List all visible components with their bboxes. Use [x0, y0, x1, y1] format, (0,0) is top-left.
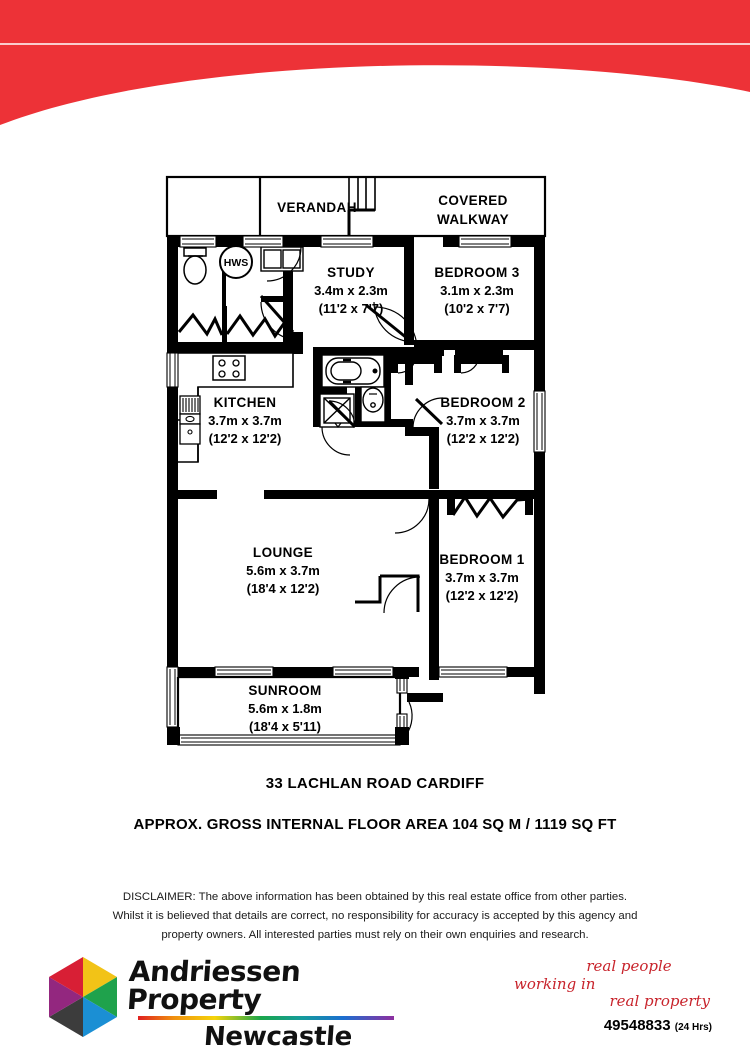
- hex-segment-right: [83, 977, 117, 1017]
- room-labels: VERANDAH COVERED WALKWAY STUDY 3.4m x 2.…: [208, 193, 525, 734]
- room-dim-lounge-metric: 5.6m x 3.7m: [246, 563, 320, 578]
- sunroom-walls: [167, 667, 443, 745]
- entry-steps-icon: [347, 176, 376, 236]
- company-logo-icon: [44, 955, 122, 1039]
- room-dim-bedroom-2-metric: 3.7m x 3.7m: [446, 413, 520, 428]
- banner-shape: [0, 0, 750, 125]
- brand-rainbow-rule: [138, 1016, 394, 1020]
- room-dim-bedroom-1-imperial: (12'2 x 12'2): [446, 588, 519, 603]
- floor-plan: HWS: [165, 172, 565, 752]
- room-dim-study-imperial: (11'2 x 7'7): [319, 301, 384, 316]
- contact-phone: 49548833 (24 Hrs): [604, 1017, 712, 1034]
- phone-number: 49548833: [603, 1017, 671, 1034]
- room-dim-sunroom-imperial: (18'4 x 5'11): [249, 719, 321, 734]
- room-label-bedroom-1: BEDROOM 1: [439, 552, 524, 567]
- floor-area-text: APPROX. GROSS INTERNAL FLOOR AREA 104 SQ…: [133, 816, 617, 833]
- room-dim-bedroom-1-metric: 3.7m x 3.7m: [445, 570, 519, 585]
- brand-name-line-2: Newcastle: [202, 1022, 354, 1052]
- property-address: 33 LACHLAN ROAD CARDIFF: [265, 775, 485, 792]
- hot-water-service-icon: HWS: [219, 245, 253, 279]
- phone-hours: (24 Hrs): [674, 1022, 712, 1033]
- hex-segment-bottom-left: [49, 997, 83, 1037]
- brand-tagline: real people working in real property: [514, 957, 710, 1011]
- laundry-tub-icon: [260, 246, 304, 272]
- wardrobe-zigzag-icon: [177, 312, 295, 341]
- plan-title-block: 33 LACHLAN ROAD CARDIFF APPROX. GROSS IN…: [0, 775, 750, 833]
- header-banner: [0, 0, 750, 130]
- room-label-covered-walkway-l2: WALKWAY: [437, 212, 509, 227]
- door-swings: [260, 246, 480, 736]
- sunroom-outline: [176, 675, 402, 735]
- room-label-kitchen: KITCHEN: [214, 395, 277, 410]
- tagline-line-3: real property: [609, 992, 710, 1011]
- bathtub-icon: [321, 354, 385, 388]
- room-label-lounge: LOUNGE: [253, 545, 313, 560]
- floor-plan-drawing: HWS: [165, 175, 547, 746]
- brand-name-line-1: Andriessen Property: [125, 955, 302, 1016]
- kitchen-sink-icon: [179, 395, 201, 445]
- room-dim-bedroom-2-imperial: (12'2 x 12'2): [447, 431, 520, 446]
- room-label-bedroom-3: BEDROOM 3: [434, 265, 519, 280]
- tagline-line-2: working in: [514, 974, 596, 993]
- disclaimer-text: DISCLAIMER: The above information has be…: [0, 888, 750, 945]
- room-dim-lounge-imperial: (18'4 x 12'2): [247, 581, 320, 596]
- toilet-icon: [183, 247, 207, 285]
- tagline-line-1: real people: [586, 957, 672, 975]
- room-dim-bedroom-3-metric: 3.1m x 2.3m: [440, 283, 514, 298]
- disclaimer-line-1: DISCLAIMER: The above information has be…: [122, 891, 628, 903]
- hex-segment-top-right: [83, 957, 117, 997]
- hex-segment-bottom-right: [83, 997, 117, 1037]
- basin-icon: [360, 386, 386, 423]
- hexagon-segments: [49, 957, 117, 1037]
- disclaimer-line-2: Whilst it is believed that details are c…: [112, 910, 638, 923]
- room-dim-kitchen-imperial: (12'2 x 12'2): [209, 431, 282, 446]
- door-leaves: [259, 295, 444, 612]
- disclaimer-line-3: property owners. All interested parties …: [161, 929, 589, 942]
- room-label-study: STUDY: [327, 265, 375, 280]
- room-dim-study-metric: 3.4m x 2.3m: [314, 283, 388, 298]
- hex-segment-left: [49, 977, 83, 1017]
- room-label-verandah: VERANDAH: [277, 200, 357, 215]
- windows: [166, 235, 546, 746]
- room-label-sunroom: SUNROOM: [248, 683, 321, 698]
- room-dim-bedroom-3-imperial: (10'2 x 7'7): [444, 301, 509, 316]
- room-dim-sunroom-metric: 5.6m x 1.8m: [248, 701, 322, 716]
- room-label-covered-walkway-l1: COVERED: [438, 193, 508, 208]
- brand-wordmark: Andriessen Property Newcastle: [125, 955, 428, 1052]
- hws-label: HWS: [224, 257, 249, 269]
- room-label-bedroom-2: BEDROOM 2: [440, 395, 525, 410]
- bedroom1-wardrobe-icon: [451, 494, 532, 520]
- cooktop-icon: [212, 355, 246, 381]
- room-dim-kitchen-metric: 3.7m x 3.7m: [208, 413, 282, 428]
- hex-segment-top-left: [49, 957, 83, 997]
